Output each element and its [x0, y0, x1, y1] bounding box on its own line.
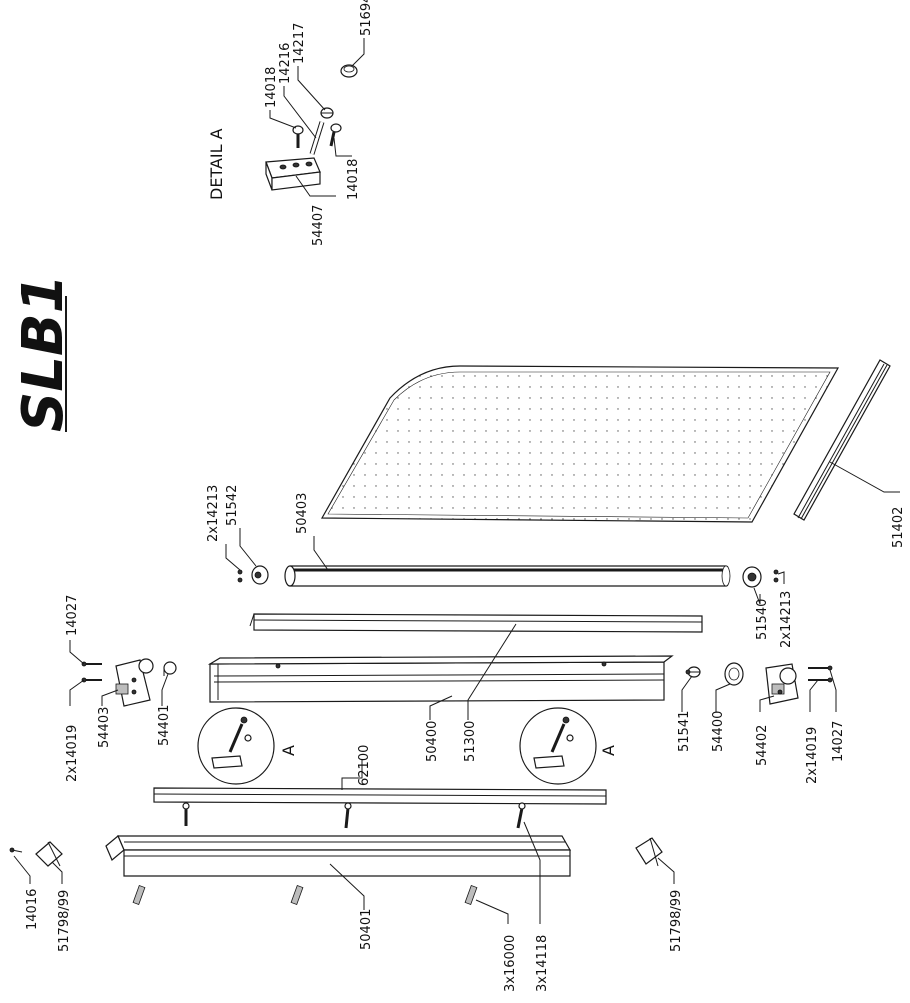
- screws-2x14213-right: [773, 569, 779, 583]
- detail-a-group: DETAIL A: [207, 0, 374, 246]
- label-2x14213-right: 2x14213: [779, 591, 794, 648]
- anchors-3x16000: [132, 885, 478, 905]
- profile-62100: [153, 787, 607, 805]
- label-3x14118: 3x14118: [535, 935, 550, 992]
- label-54407: 54407: [311, 205, 326, 246]
- label-2x14019-left: 2x14019: [65, 725, 80, 782]
- label-54402: 54402: [755, 725, 770, 766]
- screws-2x14213-left: [237, 569, 243, 583]
- profile-50400: [207, 655, 674, 703]
- label-3x16000: 3x16000: [503, 935, 518, 992]
- label-51540: 51540: [755, 599, 770, 640]
- label-54400: 54400: [711, 711, 726, 752]
- label-51300: 51300: [463, 721, 478, 762]
- label-14027-left: 14027: [65, 595, 80, 636]
- profile-50401: [105, 835, 572, 877]
- detail-a-callout-right: A: [599, 745, 618, 756]
- label-14018-top: 14018: [264, 67, 279, 108]
- endcap-51540: [742, 566, 762, 588]
- screw-14016: [9, 847, 23, 853]
- title-group: SLB1: [11, 274, 76, 432]
- label-51798-left: 51798/99: [57, 890, 72, 952]
- screw-14018-top: [292, 125, 304, 148]
- label-14216: 14216: [278, 43, 293, 84]
- hinge-54403: [115, 658, 154, 707]
- bracket-51798-left: [35, 841, 63, 867]
- profile-51300: [249, 613, 703, 633]
- label-50401: 50401: [359, 909, 374, 950]
- glass-panel: [320, 365, 840, 523]
- endcap-51542: [251, 565, 269, 585]
- detail-a-circle-right: [519, 707, 597, 785]
- label-50403: 50403: [295, 493, 310, 534]
- label-62100: 62100: [357, 745, 372, 786]
- bracket-51798-right: [635, 837, 663, 867]
- label-51798-right: 51798/99: [669, 890, 684, 952]
- label-51541: 51541: [677, 711, 692, 752]
- knob-54401: [163, 661, 177, 676]
- label-54401: 54401: [157, 705, 172, 746]
- detail-a-circle-left: [197, 707, 275, 785]
- label-50400: 50400: [425, 721, 440, 762]
- label-2x14019-right: 2x14019: [805, 727, 820, 784]
- label-14016: 14016: [25, 889, 40, 930]
- pin-14216: [309, 121, 325, 155]
- label-14217: 14217: [292, 23, 307, 64]
- label-14027-right: 14027: [831, 721, 846, 762]
- block-54407: [265, 157, 321, 191]
- cap-51694: [340, 64, 358, 78]
- hinge-54402: [765, 663, 799, 705]
- label-51542: 51542: [225, 485, 240, 526]
- label-54403: 54403: [97, 707, 112, 748]
- ring-54400: [724, 662, 744, 686]
- tube-50403-group: 2x14213 51542 50403 51540 2x14213: [206, 485, 794, 648]
- label-2x14213-top: 2x14213: [206, 485, 221, 542]
- screws-2x14019-left: [81, 661, 102, 683]
- screws-2x14019-right: [808, 665, 833, 683]
- label-51402: 51402: [891, 507, 906, 548]
- detail-a-callout-left: A: [279, 745, 298, 756]
- screw-14217: [320, 107, 334, 119]
- screw-14018-bottom: [329, 123, 342, 147]
- profile-51402: [793, 359, 891, 521]
- glass-panel-group: 51402: [320, 359, 906, 548]
- label-51694: 51694: [359, 0, 374, 36]
- part-51541: [685, 666, 701, 678]
- detail-a-title: DETAIL A: [207, 128, 226, 200]
- screws-3x14118: [182, 802, 526, 829]
- label-14018-bottom: 14018: [346, 159, 361, 200]
